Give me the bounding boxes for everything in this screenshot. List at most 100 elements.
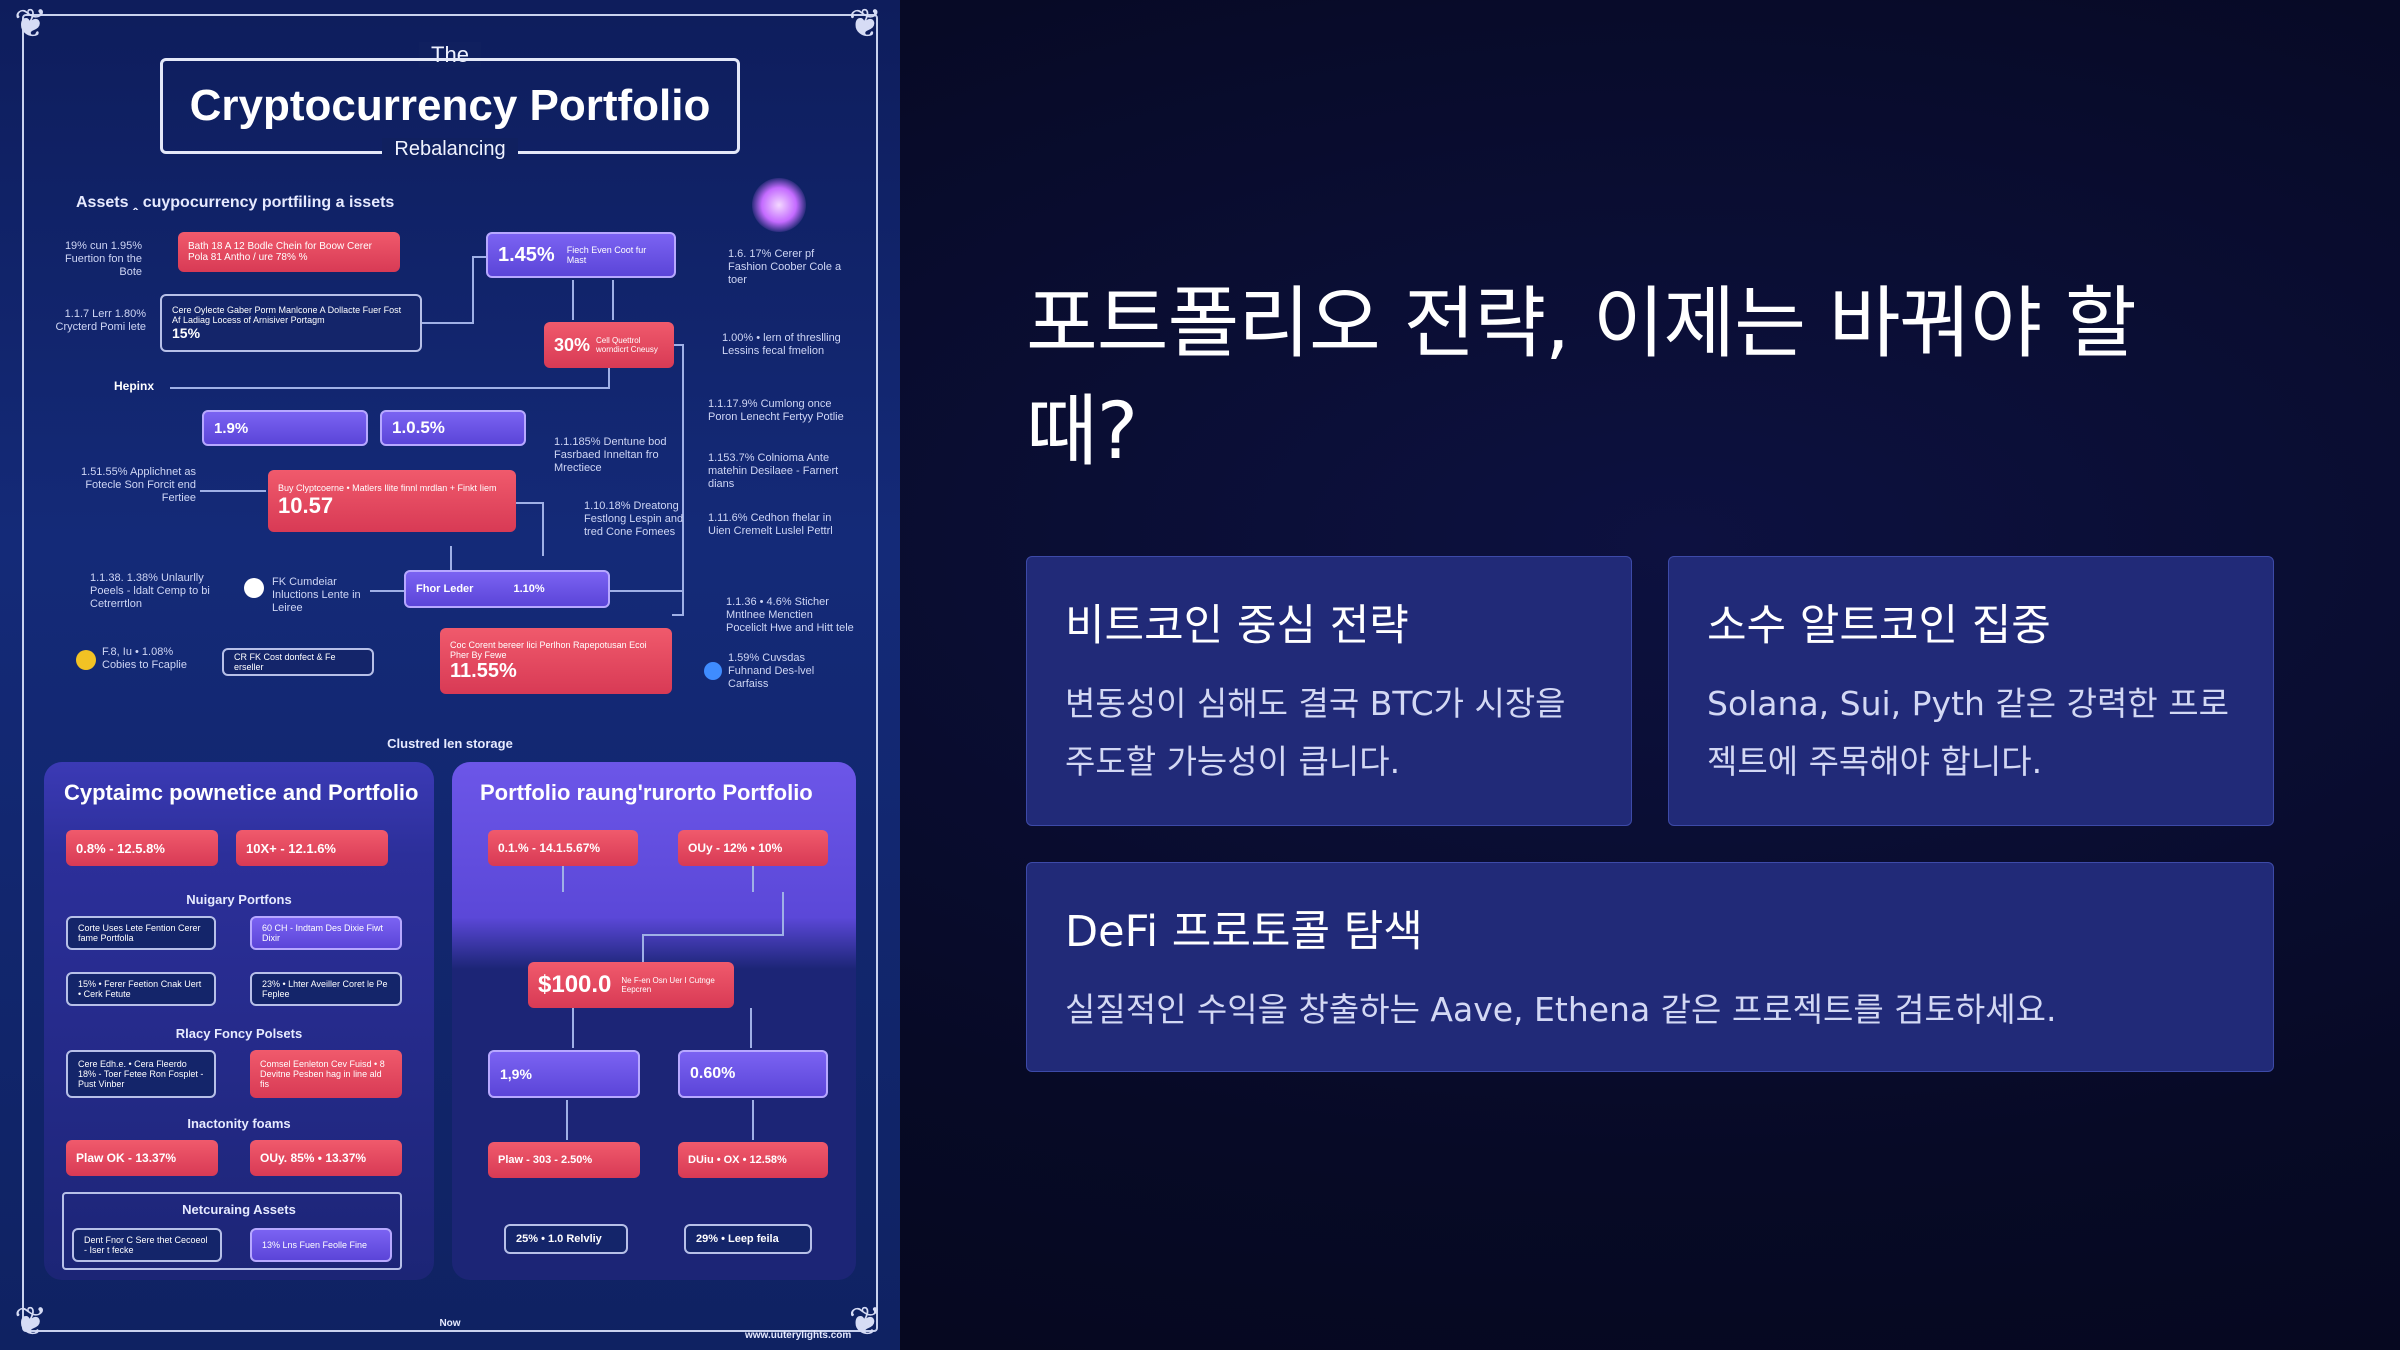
section-label: Nuigary Portfons [186,892,292,907]
footer-url: www.uuterylights.com [745,1330,852,1341]
connector [370,590,404,592]
connector [782,892,784,936]
connector [672,614,684,616]
flourish-icon: ❦ [14,1,48,47]
flow-note: 1.1.38. 1.38% Unlaurlly Poeels - ldalt C… [90,572,210,610]
assets-header: Assets ꞈ cuypocurrency portfiling a isse… [76,194,395,211]
poster-title-box: Cryptocurrency Portfolio [160,58,740,154]
flow-note: F.8, Iu • 1.08% Cobies to Fcaplie [102,646,187,671]
flourish-icon: ❦ [848,1,882,47]
connector [572,280,574,320]
connector [472,256,486,258]
stat-pill: DUiu • OX • 12.58% [678,1142,828,1178]
connector [472,256,474,324]
card-title: 소수 알트코인 집중 [1707,601,2051,651]
glow-orb-icon [752,178,806,232]
card-body: Solana, Sui, Pyth 같은 강력한 프로젝트에 주목해야 합니다. [1707,684,2229,781]
connector [200,490,266,492]
info-box: 13% Lns Fuen Feolle Fine [250,1228,392,1262]
flow-note: 1.10.18% Dreatong Festlong Lespin and tr… [584,500,684,538]
connector [450,546,452,570]
strategy-card-altcoin: 소수 알트코인 집중 Solana, Sui, Pyth 같은 강력한 프로젝트… [1668,556,2274,826]
card-title: 비트코인 중심 전략 [1065,601,1409,651]
flow-red-box: Buy Clyptcoerne • Matlers Ilite finnl mr… [268,470,516,532]
info-box: Cere Edh.e. • Cera Fleerdo 18% - Toer Fe… [66,1050,216,1098]
info-box: Comsel Eenleton Cev Fuisd • 8 Devitne Pe… [250,1050,402,1098]
left-panel-title: Cyptaimc pownetice and Portfolio [64,780,419,805]
flow-note: 1.1.17.9% Cumlong once Poron Lenecht Fer… [708,398,844,423]
flow-note: 1.1.185% Dentune bod Fasrbaed Inneltan f… [554,436,667,474]
token-icon [704,662,722,680]
left-portfolio-panel: Cyptaimc pownetice and Portfolio 0.8% - … [44,762,434,1280]
flow-note: 19% cun 1.95% Fuertion fon the Bote [64,240,142,278]
right-panel-title: Portfolio raung'rurorto Portfolio [480,780,813,805]
connector [612,280,614,320]
info-box: Corte Uses Lete Fention Cerer fame Portf… [66,916,216,950]
connector [752,866,754,892]
connector [516,502,544,504]
section-label: Rlacy Foncy Polsets [175,1026,303,1041]
flow-note: 1.59% Cuvsdas Fuhnand Des-lvel Carfaiss [728,652,815,690]
section-label: Netcuraing Assets [182,1202,296,1217]
flow-note: 1.51.55% Applichnet as Fotecle Son Forci… [81,466,196,504]
storage-label: Clustred Ien storage [387,736,513,751]
info-box: 15% • Ferer Feetion Cnak Uert • Cerk Fet… [66,972,216,1006]
flow-red-box: Coc Corent bereer lici Perlhon Rapepotus… [440,628,672,694]
stat-pill: OUy. 85% • 13.37% [250,1140,402,1176]
coin-icon [76,650,96,670]
flow-outline-box: CR FK Cost donfect & Fe erseller [222,648,374,676]
flow-note: 1.00% • lern of threslling Lessins fecal… [722,332,841,357]
strategy-card-bitcoin: 비트코인 중심 전략 변동성이 심해도 결국 BTC가 시장을 주도할 가능성이… [1026,556,1632,826]
card-body: 변동성이 심해도 결국 BTC가 시장을 주도할 가능성이 큽니다. [1065,684,1566,781]
assets-box [62,1192,402,1270]
connector [642,934,784,936]
poster-frame [22,14,878,1332]
info-box: 60 CH - Indtam Des Dixie Fiwt Dixir [250,916,402,950]
stat-pill: Plaw - 303 - 2.50% [488,1142,640,1178]
info-box: Dent Fnor C Sere thet Cecoeol - Iser t f… [72,1228,222,1262]
connector [170,387,610,389]
flow-purple-box: 1.9% [202,410,368,446]
poster-title-bottom: Rebalancing [0,138,900,161]
poster-title: Cryptocurrency Portfolio [189,81,711,130]
stat-pill: OUy - 12% • 10% [678,830,828,866]
flourish-icon: ❦ [14,1299,48,1345]
connector [422,322,474,324]
connector [610,590,682,592]
footer-now: Now [439,1318,461,1329]
stat-box: 1,9% [488,1050,640,1098]
crypto-infographic: ❦ ❦ ❦ ❦ The Cryptocurrency Portfolio Reb… [0,0,900,1350]
stat-pill: 0.1.% - 14.1.5.67% [488,830,638,866]
flow-red-box: Bath 18 A 12 Bodle Chein for Boow Cerer … [178,232,400,272]
connector [542,502,544,556]
section-label: Inactonity foams [187,1116,291,1131]
flourish-icon: ❦ [848,1299,882,1345]
slide-headline: 포트폴리오 전략, 이제는 바꿔야 할 때? [1026,279,2137,477]
flow-purple-box: Fhor Leder 1.10% [404,570,610,608]
flow-note: FK Cumdeiar Inluctions Lente in Leiree [272,576,361,614]
poster-title-top: The [0,42,900,68]
card-body: 실질적인 수익을 창출하는 Aave, Ethena 같은 프로젝트를 검토하세… [1065,990,2057,1029]
stat-pill: 10X+ - 12.1.6% [236,830,388,866]
total-value-box: $100.0 Ne F-en Osn Uer I Cutnge Eepcren [528,962,734,1008]
stat-pill: 0.8% - 12.5.8% [66,830,218,866]
flow-note: 1.1.36 • 4.6% Sticher Mntlnee Menctien P… [726,596,854,634]
flow-purple-box: 1.45% Fiech Even Coot fur Mast [486,232,676,278]
info-box: 25% • 1.0 Relvliy [504,1224,628,1254]
flow-red-box: 30% Cell Quettrol worndicrt Cneusy [544,322,674,368]
connector [752,1100,754,1140]
card-title: DeFi 프로토콜 탐색 [1065,907,1423,957]
flow-purple-box: 1.0.5% [380,410,526,446]
info-box: 29% • Leep feila [684,1224,812,1254]
flow-note: 1.153.7% Colnioma Ante matehin Desilaee … [708,452,839,490]
token-icon [244,578,264,598]
connector [608,368,610,388]
connector [642,934,644,962]
flow-note: 1.1.7 Lerr 1.80% Crycterd Pomi lete [55,308,146,333]
flow-note: 1.6. 17% Cerer pf Fashion Coober Cole a … [728,248,842,286]
connector [682,344,684,614]
connector [674,344,684,346]
flow-outline-box: Cere Oylecte Gaber Porm Manlcone A Dolla… [160,294,422,352]
stat-pill: Plaw OK - 13.37% [66,1140,218,1176]
connector [566,1100,568,1140]
